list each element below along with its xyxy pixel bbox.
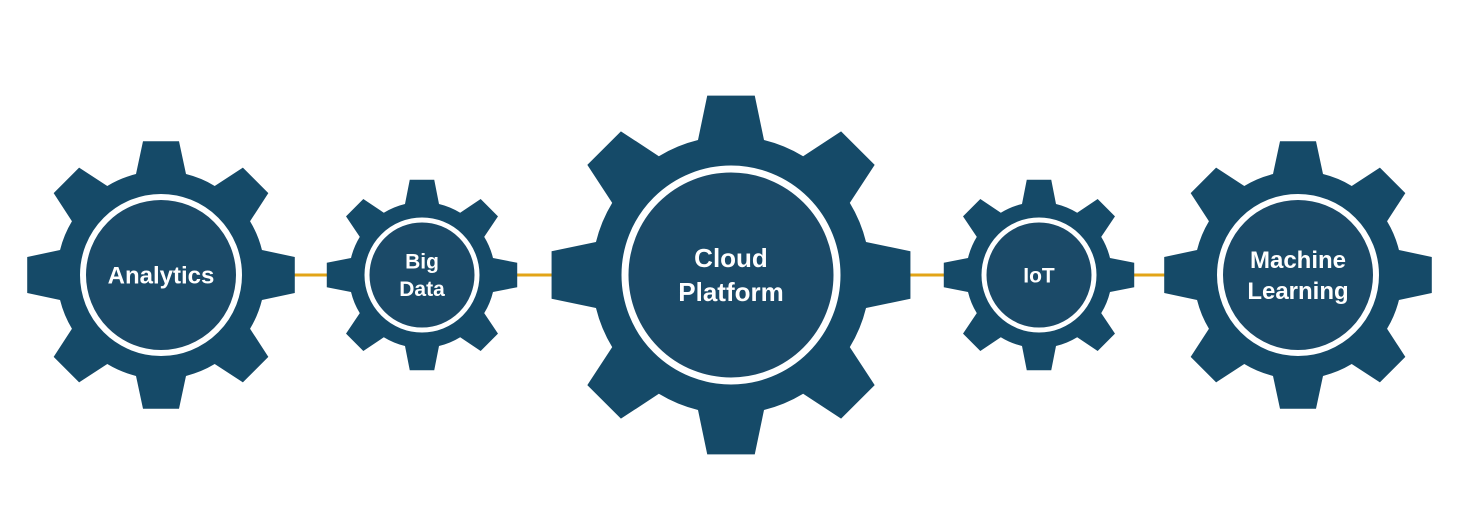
gear-label-line: Machine: [1250, 247, 1346, 274]
gear-label-line: Analytics: [108, 262, 215, 289]
gear-hub-ring: [364, 217, 480, 333]
gear-label-line: Learning: [1247, 278, 1348, 305]
gear-label-analytics: Analytics: [108, 262, 215, 289]
gear-label-line: Cloud: [694, 243, 768, 273]
gear-label-line: Data: [399, 278, 445, 301]
gear-iot: IoT: [943, 179, 1135, 371]
gear-label-line: Big: [405, 251, 439, 274]
gear-analytics: Analytics: [27, 141, 295, 409]
gear-label-line: IoT: [1023, 264, 1055, 287]
gear-hub-ring: [981, 217, 1097, 333]
gear-label-iot: IoT: [1023, 264, 1055, 287]
gear-hub-ring: [1217, 194, 1379, 356]
gear-label-line: Platform: [678, 277, 783, 307]
gear-hub-ring: [80, 194, 242, 356]
gear-hub-ring: [621, 165, 841, 385]
